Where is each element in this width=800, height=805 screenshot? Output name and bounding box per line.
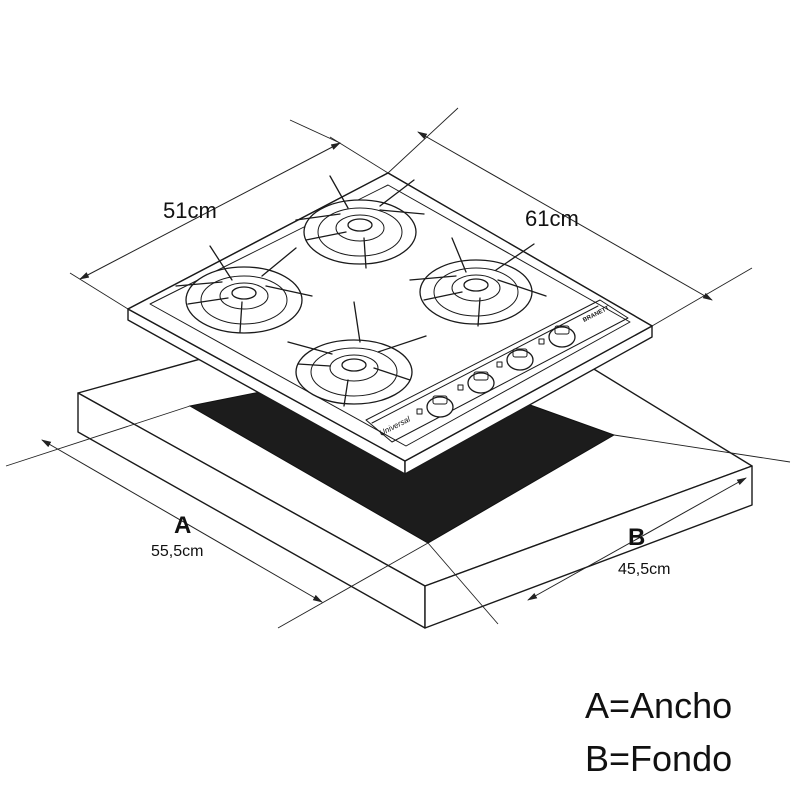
dim-b-value: 45,5cm (618, 561, 670, 578)
dimension-b (427, 434, 791, 625)
knob-4 (538, 325, 576, 348)
burner-front (287, 301, 427, 407)
knob-3 (496, 348, 534, 371)
dimension-a (5, 405, 429, 629)
dim-top-depth-label: 61cm (525, 206, 579, 231)
dim-a-value: 55,5cm (151, 543, 203, 560)
dim-a-letter: A (174, 512, 191, 539)
dim-top-width-label: 51cm (163, 198, 217, 223)
legend-b: B=Fondo (585, 738, 732, 779)
dimension-top-width (69, 119, 389, 310)
control-knobs (416, 325, 576, 418)
knob-1 (416, 395, 454, 418)
legend-a: A=Ancho (585, 685, 732, 726)
dimension-top-depth (387, 107, 753, 327)
dim-b-letter: B (628, 524, 645, 551)
control-strip (365, 299, 629, 443)
knob-2 (457, 371, 495, 394)
